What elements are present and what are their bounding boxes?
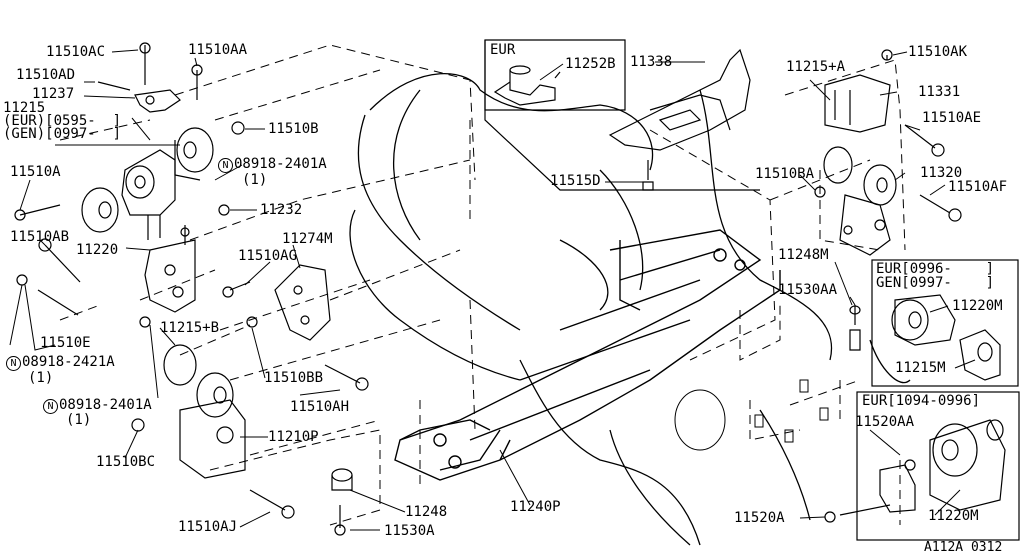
- right-mounts: [814, 49, 962, 351]
- eur-box-label: EUR: [490, 42, 516, 58]
- part-label-11331: 11331: [918, 84, 961, 100]
- part-label-11510ad: 11510AD: [16, 67, 76, 83]
- n-symbol-icon: N: [218, 158, 233, 173]
- part-label-11520a: 11520A: [734, 510, 785, 526]
- part-label-11510b: 11510B: [268, 121, 319, 137]
- diagram-code: A112A 0312: [924, 540, 1003, 555]
- part-qty-08918-2401a-top: (1): [242, 172, 268, 188]
- part-label-11338: 11338: [630, 54, 673, 70]
- n-symbol-icon: N: [6, 356, 21, 371]
- leader-lines: [9, 49, 976, 531]
- inset-1-gen-label: GEN[0997- ]: [876, 275, 995, 291]
- eur-bracket-box: [484, 39, 760, 191]
- part-label-11510aa: 11510AA: [188, 42, 248, 58]
- dashed-outlines: [59, 44, 906, 526]
- engine-outline: [349, 72, 911, 546]
- part-label-11237: 11237: [32, 86, 75, 102]
- part-label-11510a: 11510A: [10, 164, 61, 180]
- part-label-11510bc: 11510BC: [96, 454, 156, 470]
- part-label-11520aa: 11520AA: [855, 414, 915, 430]
- part-label-11215-eur: (EUR)[0595- ]: [3, 113, 122, 129]
- part-label-11215m: 11215M: [895, 360, 946, 376]
- part-label-11510ak: 11510AK: [908, 44, 968, 60]
- part-qty-08918-2421a: (1): [28, 370, 54, 386]
- inset-1-box: [871, 259, 1019, 387]
- n-symbol-icon: N: [43, 399, 58, 414]
- part-label-11510ab: 11510AB: [10, 229, 70, 245]
- part-label-11220: 11220: [76, 242, 119, 258]
- inset-2-box: [824, 391, 1020, 541]
- part-label-11320: 11320: [920, 165, 963, 181]
- part-label-11530aa: 11530AA: [778, 282, 838, 298]
- inset-2-eur-label: EUR[1094-0996]: [862, 393, 981, 409]
- part-label-11240p: 11240P: [510, 499, 561, 515]
- part-label-11510ah: 11510AH: [290, 399, 350, 415]
- part-label-11248: 11248: [405, 504, 448, 520]
- part-label-11220m-inset-2: 11220M: [928, 508, 979, 524]
- part-label-11510af: 11510AF: [948, 179, 1008, 195]
- part-label-11215b: 11215+B: [160, 320, 220, 336]
- left-mounts: [14, 42, 369, 536]
- part-label-11530a: 11530A: [384, 523, 435, 539]
- part-label-11510bb: 11510BB: [264, 370, 324, 386]
- part-label-11510ag: 11510AG: [238, 248, 298, 264]
- part-label-11232: 11232: [260, 202, 303, 218]
- part-label-11210p: 11210P: [268, 429, 319, 445]
- part-label-11510aj: 11510AJ: [178, 519, 238, 535]
- subframe: [394, 229, 781, 481]
- part-label-11220m-inset-1: 11220M: [952, 298, 1003, 314]
- part-label-11510ac: 11510AC: [46, 44, 106, 60]
- inset-1-eur-label: EUR[0996- ]: [876, 261, 995, 277]
- part-label-11510e: 11510E: [40, 335, 91, 351]
- part-qty-08918-2401a-bot: (1): [66, 412, 92, 428]
- part-label-11215-gen: (GEN)[0997- ]: [3, 126, 122, 142]
- part-label-11215a: 11215+A: [786, 59, 846, 75]
- part-label-11510ba: 11510BA: [755, 166, 815, 182]
- part-label-11252b: 11252B: [565, 56, 616, 72]
- part-label-11248m: 11248M: [778, 247, 829, 263]
- stud-marks: [674, 379, 829, 451]
- part-label-11510ae: 11510AE: [922, 110, 982, 126]
- part-label-11515d: 11515D: [550, 173, 601, 189]
- part-label-11215: 11215: [3, 100, 46, 116]
- part-label-11274m: 11274M: [282, 231, 333, 247]
